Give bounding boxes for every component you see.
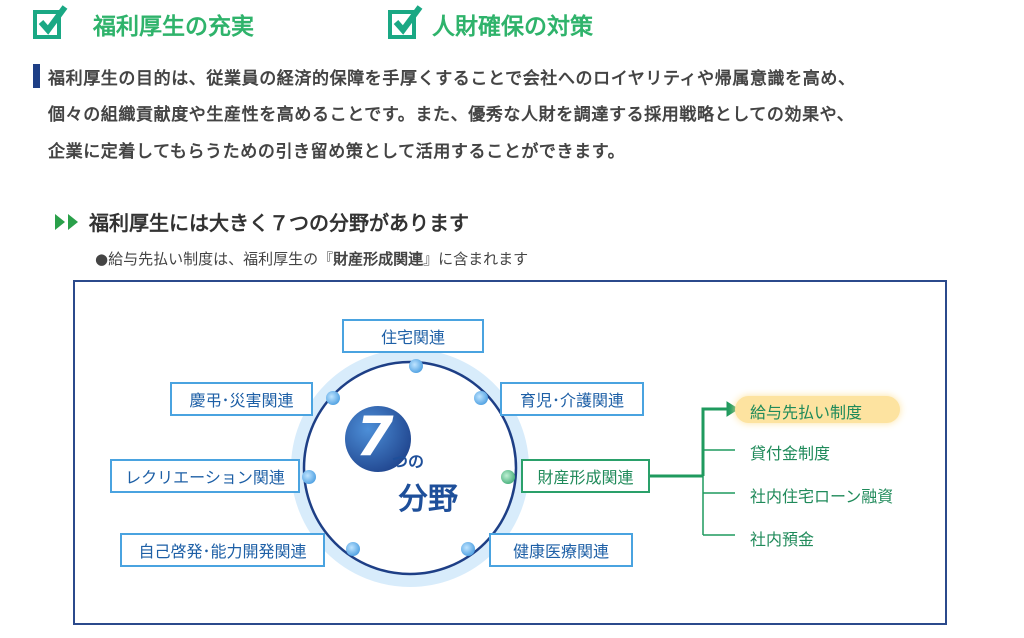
note: ●給与先払い制度は、福利厚生の『財産形成関連』に含まれます [95,248,528,269]
node-dot [474,391,488,405]
checkbox-check-icon [388,5,423,39]
paragraph-line: 個々の組織貢献度や生産性を高めることです。また、優秀な人財を調達する採用戦略とし… [48,105,855,125]
area-recreation: レクリエーション関連 [110,459,300,493]
area-housing: 住宅関連 [342,319,484,353]
highlight [735,396,900,423]
diagram-frame [73,280,947,625]
accent-bar [33,64,40,88]
double-arrow-icon [55,214,78,230]
area-health: 健康医療関連 [489,533,633,567]
node-dot [461,542,475,556]
note-prefix: ●給与先払い制度は、福利厚生の『 [95,250,334,268]
area-condolence: 慶弔･災害関連 [170,382,313,416]
sub-item-housing-loan: 社内住宅ローン融資 [750,487,894,506]
note-bold: 財産形成関連 [333,250,424,268]
note-suffix: 』に含まれます [423,250,529,268]
heading-label: 人財確保の対策 [432,14,593,40]
heading-label: 福利厚生の充実 [93,14,254,40]
node-dot [326,391,340,405]
checkbox-check-icon [33,5,68,39]
node-dot [346,542,360,556]
sub-item-deposit: 社内預金 [750,530,815,549]
node-dot-active [501,470,515,484]
sub-item-loan: 貸付金制度 [750,444,831,463]
sub-item-prepaid-salary: 給与先払い制度 [750,403,863,422]
section-title: 福利厚生には大きく７つの分野があります [89,211,469,235]
area-self-development: 自己啓発･能力開発関連 [120,533,325,567]
paragraph-line: 福利厚生の目的は、従業員の経済的保障を手厚くすることで会社へのロイヤリティや帰属… [48,69,856,89]
center-small: つの [392,452,425,471]
area-childcare: 育児･介護関連 [500,382,644,416]
node-dot [302,470,316,484]
center-badge [345,406,411,472]
paragraph-line: 企業に定着してもらうための引き留め策として活用することができます。 [48,142,626,162]
node-dot [409,359,423,373]
center-big: 分野 [398,482,458,517]
area-asset-formation: 財産形成関連 [521,459,650,493]
center-number: 7 [356,405,394,468]
